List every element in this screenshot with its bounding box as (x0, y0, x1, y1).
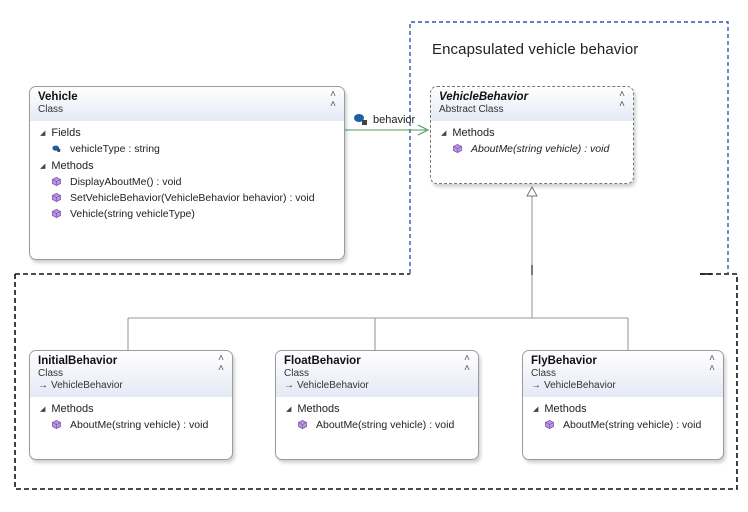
class-name: InitialBehavior (38, 355, 118, 367)
expand-triangle-icon[interactable]: ◢ (40, 130, 46, 137)
method-cube-icon (52, 420, 61, 429)
association-label: behavior (373, 114, 416, 126)
double-chevron-up-icon[interactable]: ˄˄ (330, 89, 336, 110)
class-header: FloatBehavior Class →VehicleBehavior ˄˄ (276, 351, 478, 397)
field-text: vehicleType : string (70, 143, 160, 155)
section-methods[interactable]: ◢ Methods (30, 157, 344, 174)
method-cube-icon (298, 420, 307, 429)
class-initial-behavior[interactable]: InitialBehavior Class →VehicleBehavior ˄… (29, 350, 233, 460)
class-stereotype: Class (38, 104, 64, 115)
expand-triangle-icon[interactable]: ◢ (533, 406, 539, 413)
class-header: InitialBehavior Class →VehicleBehavior ˄… (30, 351, 232, 397)
section-methods[interactable]: ◢ Methods (276, 400, 478, 417)
association-arrowhead (417, 124, 430, 136)
class-header: FlyBehavior Class →VehicleBehavior ˄˄ (523, 351, 723, 397)
method-cube-icon (545, 420, 554, 429)
inheritance-arrow-icon: → (38, 380, 48, 391)
class-header: Vehicle Class ˄˄ (30, 87, 344, 121)
method-row[interactable]: DisplayAboutMe() : void (30, 174, 344, 190)
section-methods[interactable]: ◢ Methods (30, 400, 232, 417)
class-header: VehicleBehavior Abstract Class ˄˄ (431, 87, 633, 121)
lower-region-border (14, 273, 738, 490)
base-class-row: →VehicleBehavior (38, 380, 224, 391)
class-stereotype: Class (531, 368, 557, 379)
method-text: DisplayAboutMe() : void (70, 176, 182, 188)
base-class-row: →VehicleBehavior (284, 380, 470, 391)
method-row[interactable]: AboutMe(string vehicle) : void (30, 417, 232, 433)
method-row[interactable]: AboutMe(string vehicle) : void (431, 141, 633, 157)
class-name: Vehicle (38, 91, 78, 103)
inheritance-arrow-icon: → (284, 380, 294, 391)
class-stereotype: Abstract Class (439, 104, 504, 115)
method-cube-icon (52, 177, 61, 186)
class-vehicle[interactable]: Vehicle Class ˄˄ ◢ Fields vehicleType : s… (29, 86, 345, 260)
class-name: FloatBehavior (284, 355, 361, 367)
section-label: Fields (51, 127, 81, 139)
expand-triangle-icon[interactable]: ◢ (286, 406, 292, 413)
field-icon (52, 145, 61, 152)
base-class-name: VehicleBehavior (544, 380, 616, 391)
method-text: SetVehicleBehavior(VehicleBehavior behav… (70, 192, 315, 204)
double-chevron-up-icon[interactable]: ˄˄ (464, 353, 470, 374)
method-row[interactable]: AboutMe(string vehicle) : void (523, 417, 723, 433)
inheritance-arrow-icon: → (531, 380, 541, 391)
class-name: FlyBehavior (531, 355, 597, 367)
class-stereotype: Class (284, 368, 310, 379)
expand-triangle-icon[interactable]: ◢ (40, 406, 46, 413)
base-class-name: VehicleBehavior (51, 380, 123, 391)
double-chevron-up-icon[interactable]: ˄˄ (619, 89, 625, 110)
method-row[interactable]: AboutMe(string vehicle) : void (276, 417, 478, 433)
section-fields[interactable]: ◢ Fields (30, 124, 344, 141)
method-row[interactable]: SetVehicleBehavior(VehicleBehavior behav… (30, 190, 344, 206)
section-label: Methods (297, 403, 340, 415)
section-label: Methods (51, 160, 94, 172)
section-label: Methods (544, 403, 587, 415)
class-fly-behavior[interactable]: FlyBehavior Class →VehicleBehavior ˄˄ ◢ M… (522, 350, 724, 460)
double-chevron-up-icon[interactable]: ˄˄ (218, 353, 224, 374)
class-stereotype: Class (38, 368, 64, 379)
inheritance-triangle (526, 185, 538, 197)
expand-triangle-icon[interactable]: ◢ (441, 130, 447, 137)
section-label: Methods (51, 403, 94, 415)
section-methods[interactable]: ◢ Methods (523, 400, 723, 417)
region-title: Encapsulated vehicle behavior (432, 41, 639, 58)
method-cube-icon (453, 144, 462, 153)
method-row[interactable]: Vehicle(string vehicleType) (30, 206, 344, 222)
class-float-behavior[interactable]: FloatBehavior Class →VehicleBehavior ˄˄ … (275, 350, 479, 460)
base-class-name: VehicleBehavior (297, 380, 369, 391)
method-text: AboutMe(string vehicle) : void (471, 143, 610, 155)
expand-triangle-icon[interactable]: ◢ (40, 163, 46, 170)
double-chevron-up-icon[interactable]: ˄˄ (709, 353, 715, 374)
field-icon (354, 114, 367, 125)
encapsulated-region-border (409, 21, 729, 273)
class-name: VehicleBehavior (439, 91, 529, 103)
section-methods[interactable]: ◢ Methods (431, 124, 633, 141)
method-text: Vehicle(string vehicleType) (70, 208, 195, 220)
base-class-row: →VehicleBehavior (531, 380, 715, 391)
class-vehicle-behavior[interactable]: VehicleBehavior Abstract Class ˄˄ ◢ Metho… (430, 86, 634, 184)
method-text: AboutMe(string vehicle) : void (563, 419, 702, 431)
method-cube-icon (52, 193, 61, 202)
section-label: Methods (452, 127, 495, 139)
method-cube-icon (52, 209, 61, 218)
method-text: AboutMe(string vehicle) : void (70, 419, 209, 431)
method-text: AboutMe(string vehicle) : void (316, 419, 455, 431)
field-row[interactable]: vehicleType : string (30, 141, 344, 157)
